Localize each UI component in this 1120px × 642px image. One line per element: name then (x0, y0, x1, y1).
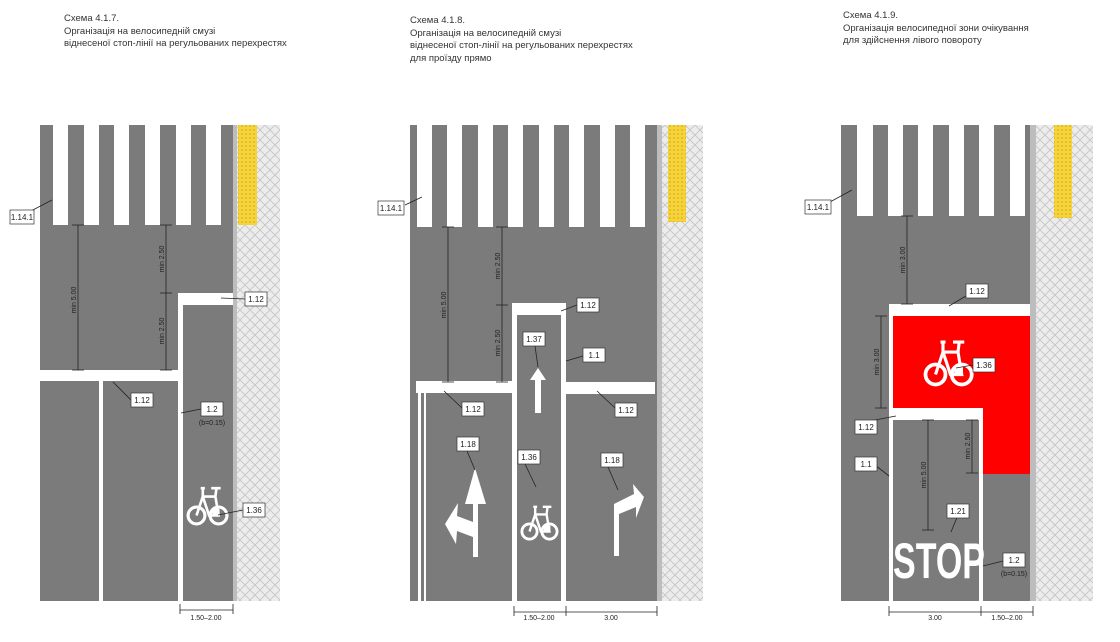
scheme-2-diagram: min 5.00 min 2.50 min 2.50 1.50–2.00 3.0… (377, 125, 703, 622)
road (40, 125, 233, 601)
crosswalk-stripes (53, 125, 221, 225)
scheme-3-title: Схема 4.1.9. (843, 10, 899, 21)
label-stop-zone: 1.12 (969, 287, 985, 296)
tactile-paving (1054, 125, 1072, 218)
label-lane-line: 1.1 (860, 460, 872, 469)
label-edge-note: (b=0.15) (199, 420, 225, 427)
scheme-2-desc-1: Організація на велосипедній смузі (410, 27, 562, 39)
bike-waiting-zone (892, 316, 1030, 474)
dim-lane-width: 3.00 (928, 615, 942, 622)
lane-left-line (889, 304, 893, 601)
label-arrow-left: 1.18 (460, 440, 476, 449)
label-edge-note: (b=0.15) (1001, 571, 1027, 578)
stop-line-left (416, 381, 513, 393)
lane-right-line (979, 420, 983, 601)
tactile-paving (238, 125, 257, 225)
stop-line-bike (178, 293, 233, 305)
curb (657, 125, 662, 601)
bike-lane-left-line (512, 303, 517, 601)
scheme-2-desc-2: віднесеної стоп-лінії на регульованих пе… (410, 40, 633, 51)
label-lane-line: 1.1 (588, 351, 600, 360)
crosswalk-stripes (417, 125, 645, 227)
scheme-2-caption: Схема 4.1.8. Організація на велосипедній… (410, 15, 633, 65)
labels: 1.14.1 1.12 1.12 1.2 (b=0.15) 1.36 (9, 209, 268, 518)
scheme-1-desc-1: Організація на велосипедній смузі (64, 25, 216, 37)
label-bike: 1.36 (246, 506, 262, 515)
dim-lane: min 5.00 (921, 461, 928, 488)
label-bike: 1.36 (521, 453, 537, 462)
lane-divider (99, 381, 103, 601)
scheme-2-title: Схема 4.1.8. (410, 15, 466, 26)
stop-line-lane (889, 408, 983, 420)
label-stop-main: 1.12 (134, 396, 150, 405)
dim-right-lane-width: 3.00 (604, 615, 618, 622)
dim-lower: min 2.50 (495, 329, 502, 356)
labels: 1.14.1 1.12 1.36 1.12 1.1 1.21 1.2 (b=0.… (804, 199, 1027, 578)
stop-line-main (40, 370, 180, 381)
dim-total: min 5.00 (441, 291, 448, 318)
label-arrow-right: 1.18 (604, 456, 620, 465)
double-line-1 (418, 392, 421, 601)
scheme-1-diagram: min 5.00 min 2.50 min 2.50 1.50–2.00 1.1… (9, 125, 280, 622)
curb (233, 125, 237, 601)
dim-bike-lane-width: 1.50–2.00 (991, 615, 1022, 622)
label-stop-left: 1.12 (465, 405, 481, 414)
label-edge: 1.2 (1008, 556, 1020, 565)
double-line-2 (424, 392, 426, 601)
label-bike: 1.36 (976, 361, 992, 370)
dimension-lines (404, 196, 658, 616)
dim-top: min 3.00 (900, 246, 907, 273)
label-edge: 1.2 (206, 405, 218, 414)
stop-line-zone (889, 304, 1030, 316)
dim-zone: min 3.00 (874, 348, 881, 375)
scheme-3-desc-2: для здійснення лівого повороту (843, 35, 982, 46)
bike-lane-edge-line (178, 293, 183, 601)
dimension-lines (28, 199, 246, 614)
right-turn-arrow-icon (614, 484, 644, 556)
dim-upper: min 2.50 (159, 245, 166, 272)
label-stop-text: 1.21 (950, 507, 966, 516)
stop-line-right (566, 382, 655, 394)
dim-total: min 5.00 (71, 286, 78, 313)
scheme-1-title: Схема 4.1.7. (64, 13, 120, 24)
bike-lane-right-line (561, 303, 566, 601)
dim-upper: min 2.50 (495, 252, 502, 279)
scheme-2-desc-3: для проїзду прямо (410, 52, 492, 64)
scheme-1-desc-2: віднесеної стоп-лінії на регульованих пе… (64, 38, 287, 49)
dim-zone-ext: min 2.50 (965, 432, 972, 459)
dim-lower: min 2.50 (159, 317, 166, 344)
stop-line-bike (512, 303, 566, 315)
label-stop-bike: 1.12 (248, 295, 264, 304)
label-stop-right: 1.12 (618, 406, 634, 415)
label-arrow-bike: 1.37 (526, 335, 542, 344)
label-stop-bike: 1.12 (580, 301, 596, 310)
crosswalk-stripes (857, 125, 1025, 216)
scheme-3-diagram: STOP min 3.00 min 3.00 min 5.00 min 2.50… (804, 125, 1093, 622)
label-stop-lane: 1.12 (858, 423, 874, 432)
label-crosswalk: 1.14.1 (11, 213, 34, 222)
scheme-1-caption: Схема 4.1.7. Організація на велосипедній… (64, 13, 287, 51)
straight-arrow-icon (530, 368, 546, 413)
scheme-3-caption: Схема 4.1.9. Організація велосипедної зо… (843, 10, 1029, 48)
dim-bike-lane-width: 1.50–2.00 (190, 615, 221, 622)
scheme-3-desc-1: Організація велосипедної зони очікування (843, 22, 1029, 34)
dim-bike-lane-width: 1.50–2.00 (523, 615, 554, 622)
curb (1030, 125, 1036, 601)
tactile-paving (668, 125, 686, 222)
label-crosswalk: 1.14.1 (807, 203, 830, 212)
straight-left-arrow-icon (445, 468, 486, 557)
labels: 1.14.1 1.12 1.37 1.1 1.12 1.12 1.18 1.36… (377, 200, 638, 468)
stop-word-marking: STOP (893, 534, 985, 590)
label-crosswalk: 1.14.1 (380, 204, 403, 213)
